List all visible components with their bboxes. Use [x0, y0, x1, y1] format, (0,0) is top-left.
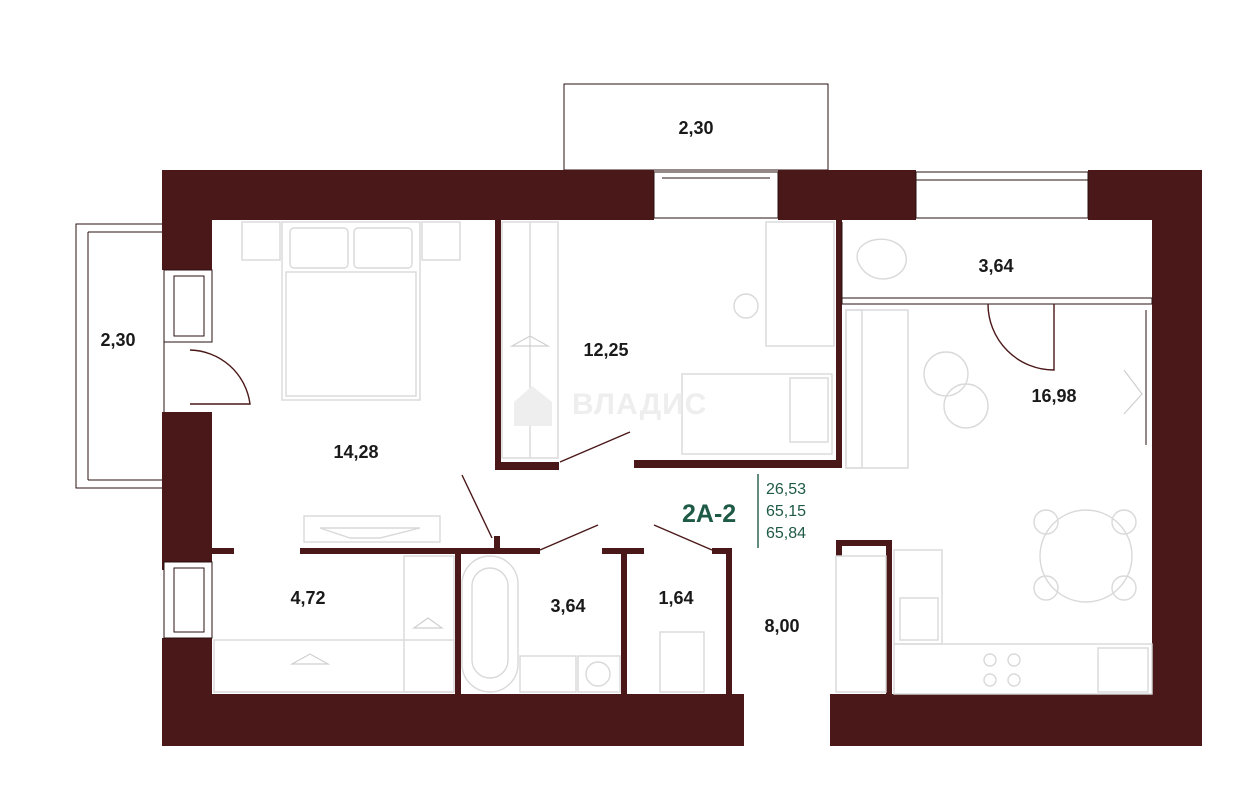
bathroom-furniture [461, 555, 621, 693]
windows [163, 171, 1147, 639]
area-total: 65,15 [766, 503, 806, 520]
balcony-left [75, 223, 165, 489]
living-kitchen-area: 16,98 [1031, 386, 1076, 406]
wardrobe-furniture [213, 555, 455, 693]
watermark: ВЛАДИС [514, 386, 707, 426]
doors [189, 303, 1055, 551]
balcony-top-area: 2,30 [678, 118, 713, 138]
balcony-left-area: 2,30 [100, 330, 135, 350]
area-total-with-balcony: 65,84 [766, 525, 806, 542]
bedroom-furniture [241, 221, 461, 543]
bedroom-area: 14,28 [333, 442, 378, 462]
walls [162, 170, 1202, 746]
house-logo-icon [514, 386, 552, 426]
svg-text:ВЛАДИС: ВЛАДИС [572, 388, 707, 421]
area-living: 26,53 [766, 481, 806, 498]
toilet-area: 1,64 [658, 588, 693, 608]
hall-area: 8,00 [764, 616, 799, 636]
armchair-icon [856, 238, 907, 280]
toilet-icon [659, 631, 705, 693]
living-furniture [835, 309, 1153, 695]
wardrobe-area: 4,72 [290, 588, 325, 608]
bathroom-area: 3,64 [550, 596, 585, 616]
storage-area: 3,64 [978, 256, 1013, 276]
apartment-code: 2А-2 [682, 500, 736, 528]
balcony-top [563, 83, 829, 171]
study-area: 12,25 [583, 340, 628, 360]
